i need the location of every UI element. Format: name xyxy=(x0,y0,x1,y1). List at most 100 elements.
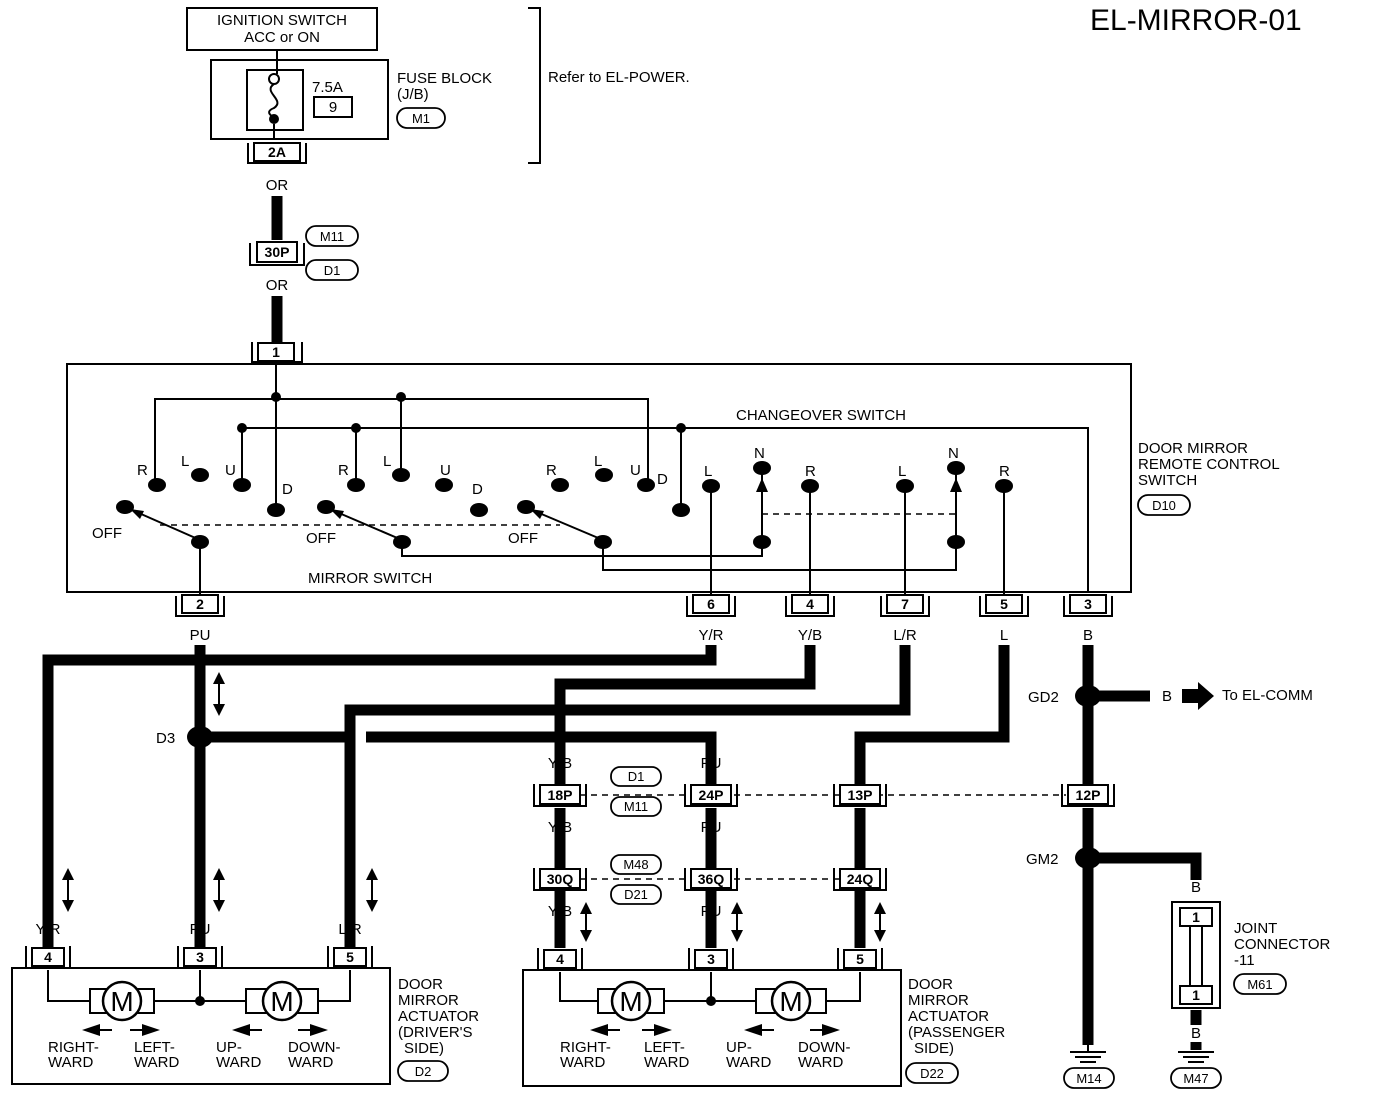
svg-text:WARD: WARD xyxy=(644,1054,689,1071)
joint-connector: 1 1 xyxy=(1171,901,1221,1009)
passenger-pin-4: 4 xyxy=(537,948,583,971)
svg-text:OR: OR xyxy=(266,177,289,194)
svg-text:3: 3 xyxy=(1084,596,1092,612)
passenger-pin-3: 3 xyxy=(688,948,734,971)
svg-text:GD2: GD2 xyxy=(1028,689,1059,706)
svg-text:DOWN-: DOWN- xyxy=(288,1039,341,1056)
svg-text:5: 5 xyxy=(346,949,354,965)
ground-m14: M14 xyxy=(1063,1045,1115,1089)
connector-13p: 13P xyxy=(833,784,887,807)
svg-text:PU: PU xyxy=(701,819,722,836)
svg-text:5: 5 xyxy=(856,951,864,967)
svg-text:D10: D10 xyxy=(1152,498,1176,513)
svg-text:OFF: OFF xyxy=(306,530,336,547)
svg-text:30Q: 30Q xyxy=(547,871,574,887)
svg-text:L: L xyxy=(181,453,189,470)
svg-text:4: 4 xyxy=(556,951,564,967)
svg-text:LEFT-: LEFT- xyxy=(134,1039,175,1056)
switch-pin-7: 7 xyxy=(880,594,930,617)
svg-text:7: 7 xyxy=(901,596,909,612)
svg-text:IGNITION SWITCH: IGNITION SWITCH xyxy=(217,12,347,29)
svg-text:3: 3 xyxy=(707,951,715,967)
passenger-actuator-label: DOOR MIRROR ACTUATOR (PASSENGER SIDE) D2… xyxy=(905,976,1005,1084)
svg-text:WARD: WARD xyxy=(288,1054,333,1071)
svg-text:CONNECTOR: CONNECTOR xyxy=(1234,936,1331,953)
svg-text:M48: M48 xyxy=(623,857,648,872)
svg-text:9: 9 xyxy=(329,99,337,116)
svg-text:RIGHT-: RIGHT- xyxy=(560,1039,611,1056)
svg-text:DOWN-: DOWN- xyxy=(798,1039,851,1056)
fuse-rating: 7.5A xyxy=(312,79,343,96)
driver-pin-5: 5 xyxy=(327,946,373,969)
svg-text:L: L xyxy=(856,819,864,836)
driver-motors: M M xyxy=(47,970,351,1022)
svg-text:PU: PU xyxy=(190,921,211,938)
switch-connector-ref-d10: D10 xyxy=(1137,494,1191,516)
svg-text:L: L xyxy=(898,463,906,480)
svg-text:LEFT-: LEFT- xyxy=(644,1039,685,1056)
connector-24q: 24Q xyxy=(833,868,887,891)
passenger-pin-5: 5 xyxy=(837,948,883,971)
svg-text:L: L xyxy=(383,453,391,470)
switch-top-pin-1: 1 xyxy=(251,342,303,363)
switch-pin-5: 5 xyxy=(979,594,1029,617)
ignition-switch: IGNITION SWITCH ACC or ON xyxy=(186,7,378,51)
svg-text:18P: 18P xyxy=(548,787,573,803)
svg-text:L: L xyxy=(704,463,712,480)
svg-text:WARD: WARD xyxy=(560,1054,605,1071)
svg-text:M11: M11 xyxy=(624,799,648,814)
svg-text:M: M xyxy=(110,986,133,1017)
svg-text:N: N xyxy=(948,445,959,462)
middle-wire-colors: Y/B PU L Y/B PU L Y/B PU L xyxy=(548,755,864,920)
connector-36q: 36Q xyxy=(684,868,738,891)
svg-text:Y/B: Y/B xyxy=(548,755,572,772)
svg-text:L: L xyxy=(856,755,864,772)
svg-text:OFF: OFF xyxy=(92,525,122,542)
svg-text:R: R xyxy=(999,463,1010,480)
svg-text:RIGHT-: RIGHT- xyxy=(48,1039,99,1056)
svg-text:L/R: L/R xyxy=(893,627,917,644)
svg-text:1: 1 xyxy=(272,344,280,360)
svg-text:WARD: WARD xyxy=(798,1054,843,1071)
fuse-connector-ref: M1 xyxy=(396,107,446,129)
driver-wire-colors: Y/R PU L/R xyxy=(35,921,361,938)
svg-text:36Q: 36Q xyxy=(698,871,725,887)
svg-text:Y/R: Y/R xyxy=(35,921,60,938)
to-comm-arrow-icon xyxy=(1182,682,1214,710)
passenger-actuator-box xyxy=(522,969,902,1087)
connector-ref-m11-top: M11 xyxy=(305,225,359,247)
joint-connector-label: JOINT xyxy=(1234,920,1277,937)
svg-text:Y/B: Y/B xyxy=(548,903,572,920)
harness-wires xyxy=(42,645,1202,1045)
svg-text:L: L xyxy=(856,903,864,920)
connector-30p: 30P xyxy=(249,241,305,266)
svg-text:D: D xyxy=(657,471,668,488)
svg-text:L: L xyxy=(594,453,602,470)
svg-text:SIDE): SIDE) xyxy=(914,1040,954,1057)
svg-text:OFF: OFF xyxy=(508,530,538,547)
svg-text:ACTUATOR: ACTUATOR xyxy=(908,1008,989,1025)
mirror-switch-label: MIRROR SWITCH xyxy=(308,570,432,587)
driver-pin-4: 4 xyxy=(25,946,71,969)
svg-text:WARD: WARD xyxy=(216,1054,261,1071)
svg-text:6: 6 xyxy=(707,596,715,612)
diagram-title: EL-MIRROR-01 xyxy=(1090,4,1302,37)
connector-ref-m48: M48 xyxy=(610,854,662,875)
svg-text:Y/B: Y/B xyxy=(798,627,822,644)
switch-unit-name: DOOR MIRROR xyxy=(1138,440,1248,457)
connector-24p: 24P xyxy=(684,784,738,807)
svg-text:24P: 24P xyxy=(699,787,724,803)
svg-text:U: U xyxy=(630,462,641,479)
svg-text:Y/R: Y/R xyxy=(698,627,723,644)
driver-actuator-box xyxy=(11,967,391,1085)
svg-text:GM2: GM2 xyxy=(1026,851,1059,868)
svg-text:M47: M47 xyxy=(1183,1071,1208,1086)
svg-text:B: B xyxy=(1162,688,1172,705)
driver-actuator-label: DOOR MIRROR ACTUATOR (DRIVER'S SIDE) D2 xyxy=(397,976,479,1082)
svg-text:WARD: WARD xyxy=(726,1054,771,1071)
driver-pin-3: 3 xyxy=(177,946,223,969)
svg-text:D3: D3 xyxy=(156,730,175,747)
svg-text:D21: D21 xyxy=(624,887,648,902)
svg-text:M: M xyxy=(270,986,293,1017)
